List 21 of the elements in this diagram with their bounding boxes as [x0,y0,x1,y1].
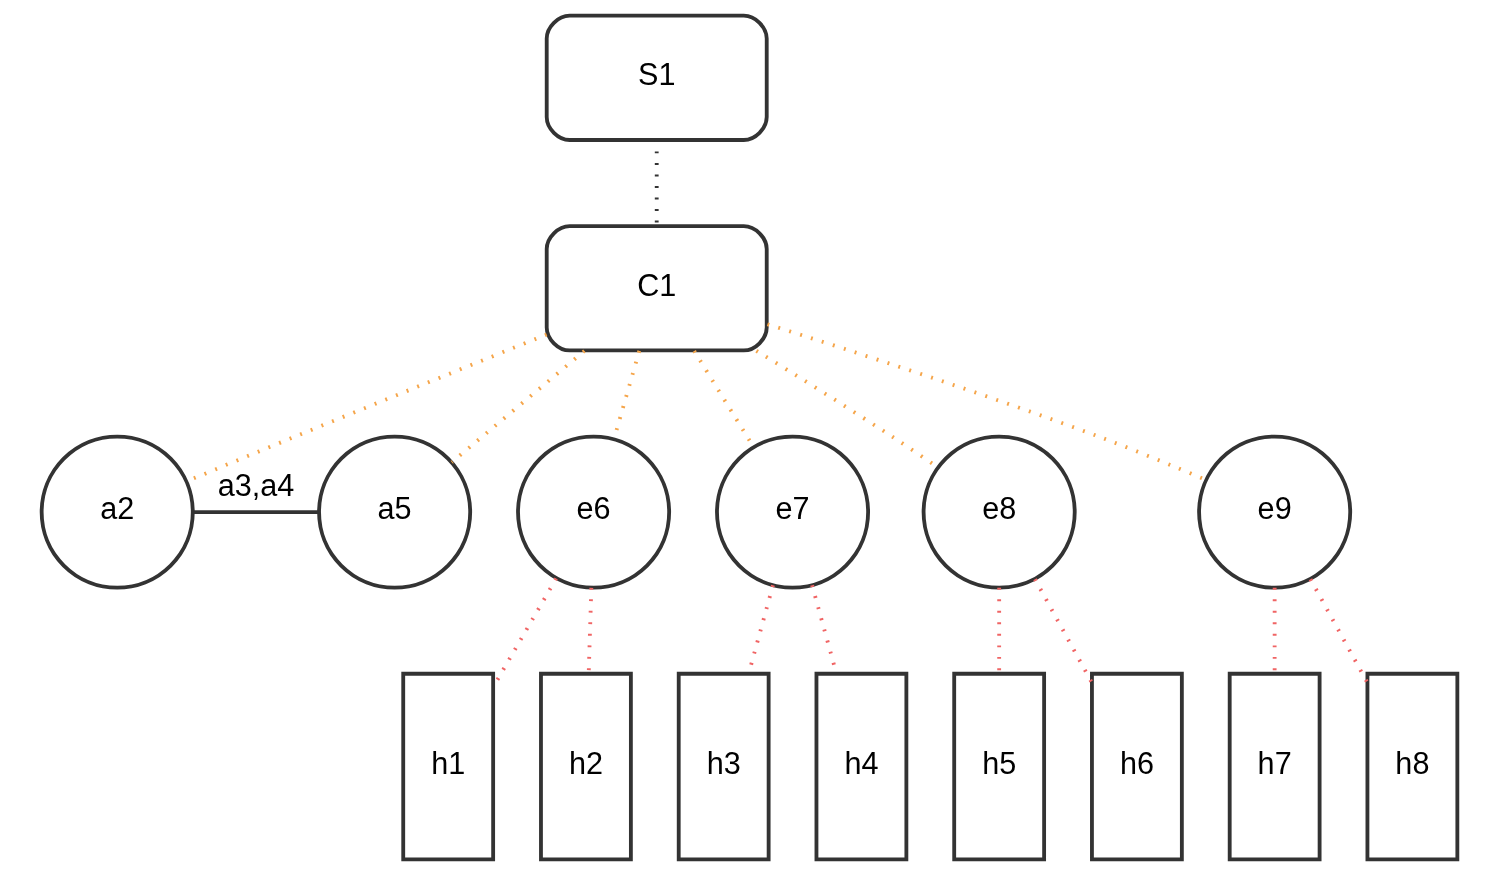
node-circle: a2 [39,434,195,590]
node-circle: e7 [715,434,871,590]
node-box: h3 [676,671,771,862]
connector [450,349,586,464]
node-box: h8 [1365,671,1460,862]
node-box: C1 [544,224,769,353]
node-circle: e6 [516,434,672,590]
node-box: h4 [814,671,909,862]
connector [1308,578,1370,684]
node-box: h1 [401,671,496,862]
connector [1033,578,1094,684]
node-circle: e8 [921,434,1077,590]
node-box: h5 [952,671,1047,862]
connector [193,510,319,515]
node-box: h7 [1227,671,1322,862]
node-box: S1 [544,13,769,142]
edge-label: a3,a4 [217,468,295,503]
node-circle: a5 [317,434,473,590]
node-box: h2 [539,671,633,862]
node-circle: e9 [1197,434,1353,590]
node-box: h6 [1090,671,1184,862]
